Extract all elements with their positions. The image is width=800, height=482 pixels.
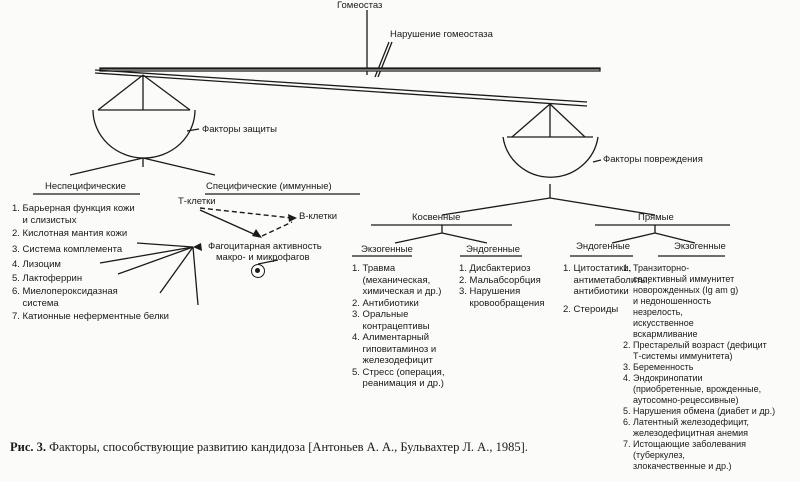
list-item: 4. Эндокринопатии (приобретенные, врожде… <box>623 373 762 405</box>
damage-factors-label: Факторы повреждения <box>603 154 703 165</box>
caption-text: Факторы, способствующие развитию кандидо… <box>49 440 528 454</box>
list-item: 1. Дисбактериоз <box>459 263 531 274</box>
list-item: 3. Система комплемента <box>12 243 123 255</box>
indirect-exogenous-list: 1. Травма (механическая, химическая и др… <box>352 263 444 390</box>
list-item: 7. Катионные неферментные белки <box>12 311 169 322</box>
list-item: 1. Барьерная функция кожи и слизистых <box>12 203 135 226</box>
list-item: 6. Латентный железодефицит, железодефици… <box>623 417 749 438</box>
homeostasis-label: Гомеостаз <box>337 0 383 11</box>
list-item: 2. Мальабсорбция <box>459 274 541 286</box>
list-item: 4. Лизоцим <box>12 259 61 270</box>
list-item: 2. Престарелый возраст (дефицит Т-систем… <box>623 340 767 361</box>
list-item: 3. Оральные контрацептивы <box>352 309 430 332</box>
indirect-endogenous-list: 1. Дисбактериоз 2. Мальабсорбция 3. Нару… <box>459 263 545 309</box>
list-item: 6. Миелопероксидазная система <box>12 286 118 309</box>
figure-caption: Рис. 3. Факторы, способствующие развитию… <box>10 440 540 455</box>
nonspecific-list: 1. Барьерная функция кожи и слизистых 2.… <box>12 203 169 323</box>
list-item: 1. Транзиторно- селективный иммунитет но… <box>623 263 739 339</box>
protection-factors-label: Факторы защиты <box>202 124 277 135</box>
b-cells-label: В-клетки <box>299 211 338 222</box>
phagocytic-activity-line1: Фагоцитарная активность <box>208 241 322 252</box>
direct-endogenous-list: 1. Цитостатики, антиметаболиты, антибиот… <box>563 263 650 315</box>
direct-header: Прямые <box>638 212 674 223</box>
indirect-header: Косвенные <box>412 212 461 223</box>
list-item: 7. Истощающие заболевания (туберкулез, з… <box>623 439 747 471</box>
list-item: 2. Стероиды <box>563 303 619 315</box>
direct-exogenous-header: Экзогенные <box>674 241 726 252</box>
list-item: 1. Цитостатики, антиметаболиты, антибиот… <box>563 263 650 297</box>
list-item: 5. Лактоферрин <box>12 272 83 284</box>
list-item: 3. Нарушения кровообращения <box>459 286 545 309</box>
nonspecific-header: Неспецифические <box>45 181 126 192</box>
specific-header: Специфические (иммунные) <box>206 181 332 192</box>
phagocyte-cell-icon <box>251 264 265 278</box>
caption-label: Рис. 3. <box>10 440 47 454</box>
t-cells-label: Т-клетки <box>178 196 216 207</box>
indirect-endogenous-header: Эндогенные <box>466 244 521 255</box>
list-item: 3. Беременность <box>623 362 694 372</box>
phagocytic-activity-line2: макро- и микрофагов <box>216 252 310 263</box>
direct-exogenous-list: 1. Транзиторно- селективный иммунитет но… <box>623 263 775 472</box>
list-item: 2. Антибиотики <box>352 297 419 309</box>
list-item: 4. Алиментарный гиповитаминоз и железоде… <box>352 332 437 366</box>
list-item: 2. Кислотная мантия кожи <box>12 228 128 239</box>
homeostasis-disruption-label: Нарушение гомеостаза <box>390 29 493 40</box>
indirect-exogenous-header: Экзогенные <box>361 244 413 255</box>
list-item: 5. Нарушения обмена (диабет и др.) <box>623 406 776 416</box>
direct-endogenous-header: Эндогенные <box>576 241 631 252</box>
list-item: 1. Травма (механическая, химическая и др… <box>352 263 442 297</box>
list-item: 5. Стресс (операция, реанимация и др.) <box>352 366 445 390</box>
